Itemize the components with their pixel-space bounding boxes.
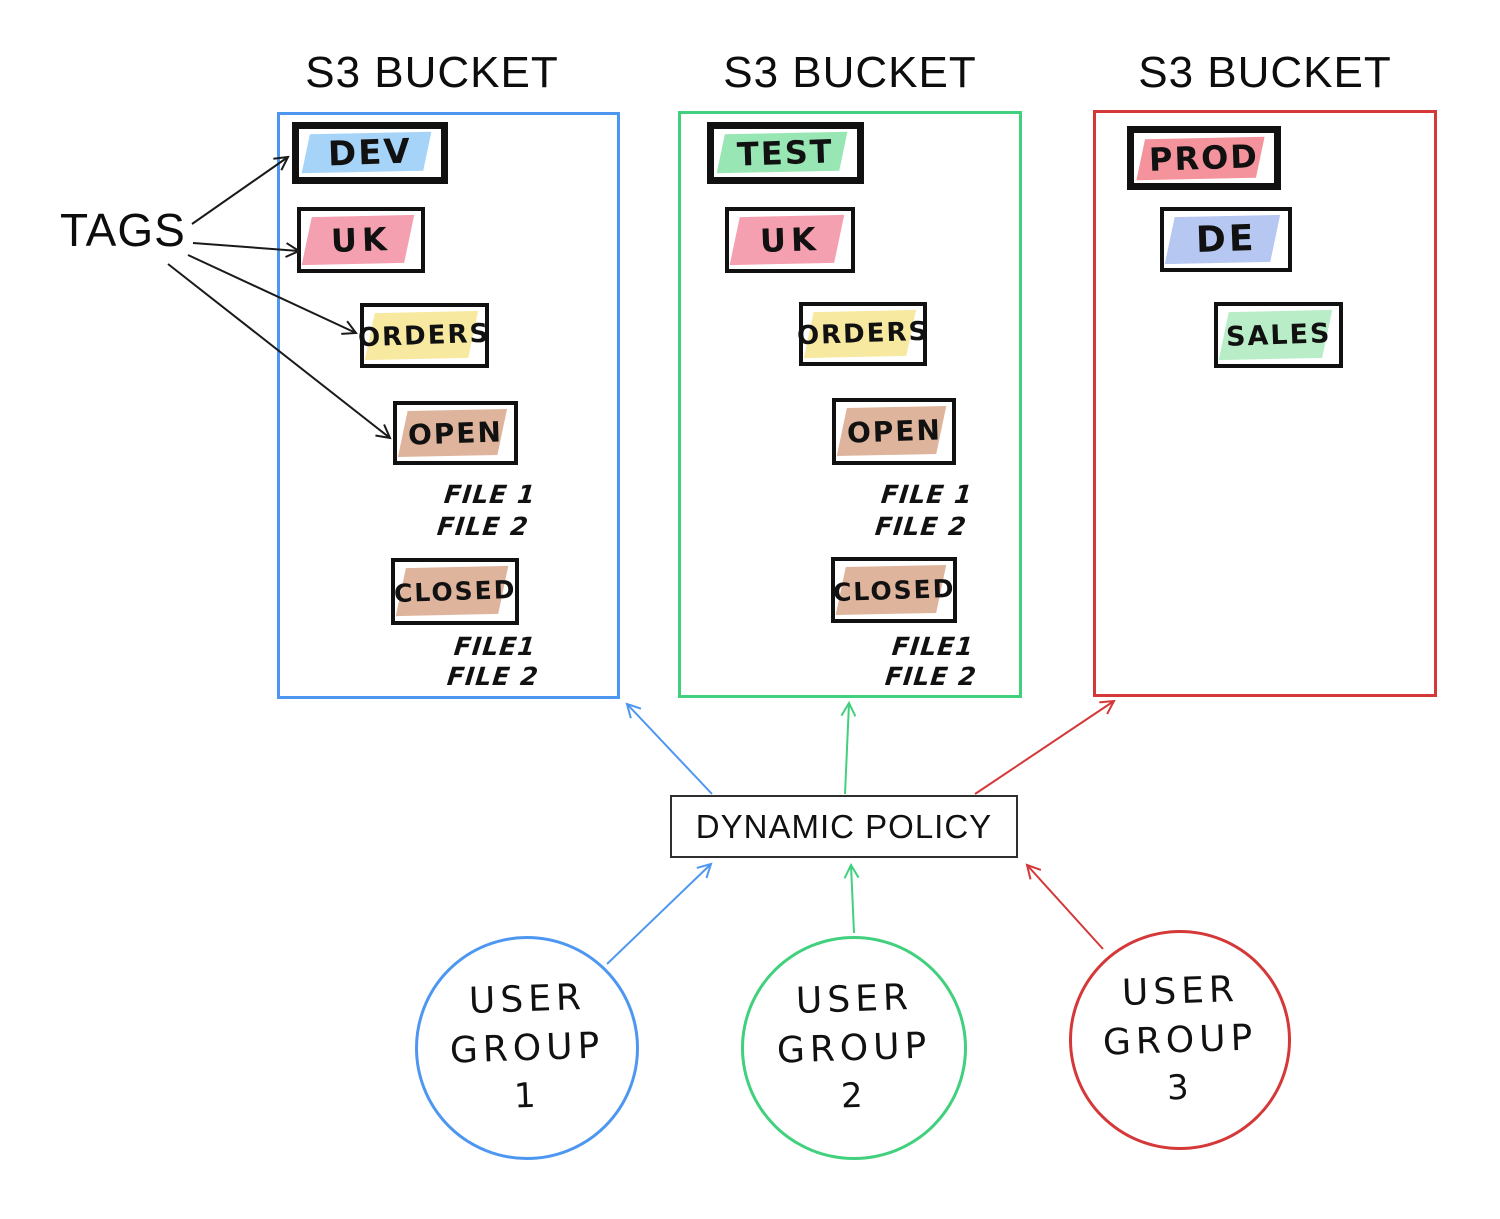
tag-orders-1: ORDERS xyxy=(357,303,492,368)
bucket-1-title: S3 BUCKET xyxy=(305,48,559,97)
bucket-3-title: S3 BUCKET xyxy=(1138,48,1392,97)
tag-open-1: OPEN xyxy=(393,401,518,465)
tag-orders-2-label: ORDERS xyxy=(796,316,930,352)
tag-closed-1: CLOSED xyxy=(391,558,519,625)
tag-uk-2-label: UK xyxy=(758,219,822,261)
tag-orders-1-label: ORDERS xyxy=(357,318,492,353)
tag-orders-2: ORDERS xyxy=(796,302,930,366)
arrow-group-1-to-policy xyxy=(606,862,713,965)
tag-sales-label: SALES xyxy=(1225,317,1332,353)
arrow-policy-to-bucket-2 xyxy=(840,700,857,795)
tag-closed-2-label: CLOSED xyxy=(832,573,956,607)
file-label: FILE 2 xyxy=(435,512,531,541)
tag-uk-2: UK xyxy=(725,207,855,273)
user-group-2-line1: USER xyxy=(794,977,914,1023)
arrow-policy-to-bucket-3 xyxy=(974,699,1116,795)
dynamic-policy-box: DYNAMIC POLICY xyxy=(670,795,1018,858)
tag-test: TEST xyxy=(707,122,864,184)
tag-prod: PROD xyxy=(1127,126,1281,190)
tag-uk-1-label: UK xyxy=(329,219,393,261)
tag-open-2: OPEN xyxy=(832,398,956,465)
tag-uk-1: UK xyxy=(297,207,425,273)
user-group-1-line1: USER xyxy=(467,977,587,1023)
arrow-tags-to-dev xyxy=(191,155,290,225)
user-group-3-line1: USER xyxy=(1120,969,1240,1015)
tag-test-label: TEST xyxy=(736,132,835,174)
user-group-2: USER GROUP 2 xyxy=(741,936,967,1160)
tag-open-1-label: OPEN xyxy=(407,414,504,452)
user-group-3: USER GROUP 3 xyxy=(1069,930,1291,1150)
file-label: FILE 1 xyxy=(442,480,538,509)
bucket-2-title: S3 BUCKET xyxy=(723,48,977,97)
tag-closed-2: CLOSED xyxy=(831,557,957,623)
arrow-group-3-to-policy xyxy=(1025,863,1104,950)
tag-closed-1-label: CLOSED xyxy=(393,574,517,609)
file-label: FILE1 xyxy=(890,632,976,661)
tag-dev: DEV xyxy=(292,122,448,184)
tags-label: TAGS xyxy=(60,204,186,256)
tag-de-label: DE xyxy=(1195,217,1257,262)
file-label: FILE 2 xyxy=(883,662,979,691)
user-group-1-number: 1 xyxy=(512,1075,541,1117)
user-group-3-number: 3 xyxy=(1165,1067,1194,1109)
user-group-2-number: 2 xyxy=(839,1075,868,1117)
arrow-policy-to-bucket-1 xyxy=(625,702,713,795)
user-group-1: USER GROUP 1 xyxy=(415,936,639,1160)
tag-de: DE xyxy=(1160,207,1292,272)
tag-sales: SALES xyxy=(1214,302,1343,368)
dynamic-policy-label: DYNAMIC POLICY xyxy=(695,807,993,845)
tag-open-2-label: OPEN xyxy=(845,413,942,450)
arrow-group-2-to-policy xyxy=(843,862,860,934)
file-label: FILE1 xyxy=(452,632,538,661)
tag-prod-label: PROD xyxy=(1148,137,1260,179)
user-group-2-line2: GROUP xyxy=(776,1025,932,1072)
tag-dev-label: DEV xyxy=(327,131,413,175)
file-label: FILE 1 xyxy=(879,480,975,509)
file-label: FILE 2 xyxy=(873,512,969,541)
user-group-3-line2: GROUP xyxy=(1102,1017,1258,1064)
user-group-1-line2: GROUP xyxy=(449,1025,605,1072)
bucket-3-box xyxy=(1093,110,1437,697)
file-label: FILE 2 xyxy=(445,662,541,691)
